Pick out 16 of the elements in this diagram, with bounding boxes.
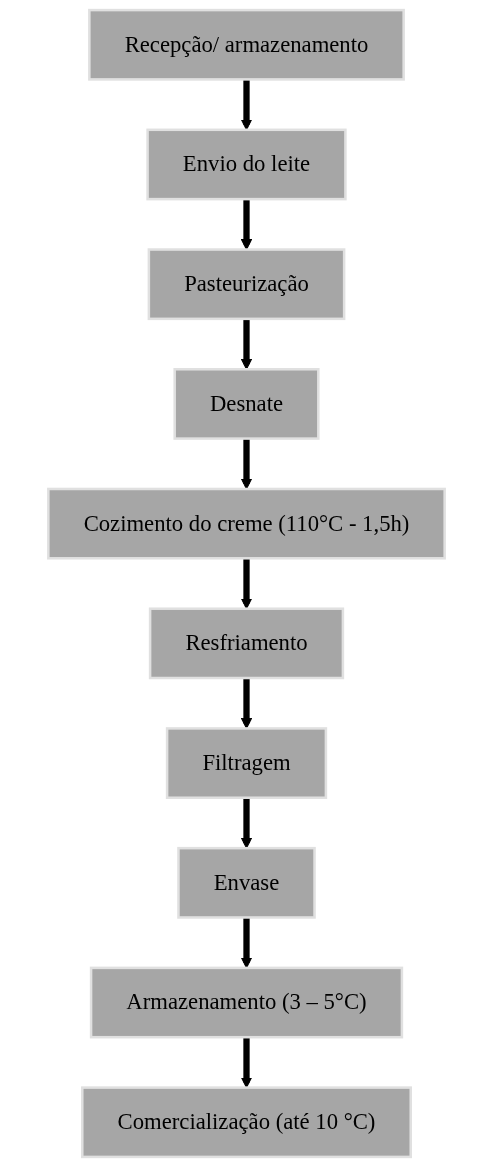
arrow [240, 199, 253, 251]
arrow [240, 678, 253, 729]
arrow [240, 318, 253, 370]
node-box: Cozimento do creme (110°C - 1,5h) [47, 487, 446, 560]
node-box: Resfriamento [148, 607, 345, 680]
node-box: Envio do leite [146, 128, 347, 201]
node-box: Comercialização (até 10 °C) [81, 1086, 412, 1159]
node-box: Filtragem [165, 727, 328, 799]
arrow [240, 1037, 253, 1089]
node-box: Pasteurização [147, 248, 346, 321]
node-box: Recepção/ armazenamento [88, 8, 405, 81]
node-box: Envase [177, 846, 316, 919]
node-box: Armazenamento (3 – 5°C) [89, 966, 404, 1039]
node-box: Desnate [173, 368, 320, 440]
arrow [240, 558, 253, 610]
arrow [240, 797, 253, 849]
